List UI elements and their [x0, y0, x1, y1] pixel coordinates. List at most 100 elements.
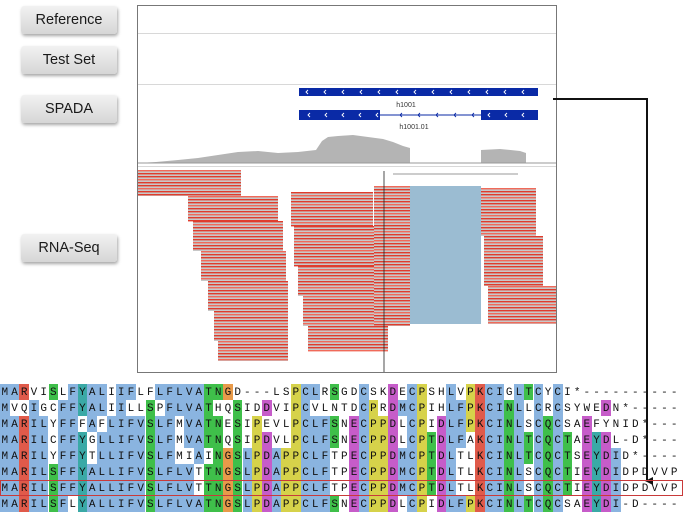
- residue-letter: L: [515, 435, 523, 447]
- residue-letter: K: [379, 387, 387, 399]
- residue-cell: [155, 384, 165, 400]
- residue-letter: I: [496, 403, 503, 415]
- residue-cell: [232, 464, 243, 480]
- read-line: [188, 214, 278, 216]
- residue-letter: D: [389, 451, 397, 463]
- read-line: [294, 235, 378, 237]
- residue-letter: P: [370, 451, 377, 463]
- residue-cell: [417, 448, 427, 464]
- residue-cell: [485, 416, 495, 432]
- residue-cell: [455, 496, 466, 512]
- read-line: [484, 239, 543, 241]
- residue-letter: P: [292, 467, 300, 479]
- residue-cell: [436, 464, 447, 480]
- residue-letter: V: [137, 451, 144, 463]
- residue-letter: V: [273, 435, 280, 447]
- residue-letter: L: [98, 403, 106, 415]
- strand-chevron: [413, 89, 417, 95]
- read-stack: [291, 192, 373, 226]
- residue-letter: C: [535, 467, 542, 479]
- residue-letter: P: [282, 467, 290, 479]
- residue-letter: I: [108, 403, 115, 415]
- residue-letter: D: [263, 483, 271, 495]
- residue-letter: A: [88, 483, 96, 495]
- residue-cell: [291, 416, 301, 432]
- residue-cell: [378, 448, 388, 464]
- residue-cell: [601, 432, 612, 448]
- residue-letter: A: [88, 387, 96, 399]
- read-line: [481, 218, 536, 220]
- residue-cell: [48, 480, 59, 496]
- residue-letter: P: [370, 419, 377, 431]
- residue-letter: F: [127, 467, 135, 479]
- residue-letter: E: [583, 467, 591, 479]
- residue-letter: P: [341, 467, 348, 479]
- residue-cell: [523, 432, 534, 448]
- residue-cell: [523, 496, 534, 512]
- residue-cell: [58, 464, 68, 480]
- residue-letter: C: [408, 467, 416, 479]
- read-line: [201, 263, 286, 265]
- residue-letter: -: [593, 387, 600, 399]
- residue-cell: [465, 496, 476, 512]
- residue-letter: F: [59, 419, 67, 431]
- residue-letter: I: [30, 403, 38, 415]
- residue-letter: P: [253, 499, 261, 511]
- residue-letter: F: [69, 419, 77, 431]
- residue-letter: R: [20, 435, 28, 447]
- read-line: [374, 240, 410, 242]
- residue-letter: L: [282, 419, 290, 431]
- residue-letter: K: [476, 483, 484, 495]
- residue-cell: [310, 384, 321, 400]
- read-line: [374, 255, 410, 257]
- residue-letter: I: [30, 499, 38, 511]
- residue-cell: [213, 496, 224, 512]
- residue-cell: [291, 448, 301, 464]
- residue-letter: N: [341, 499, 348, 511]
- residue-letter: L: [108, 467, 115, 479]
- residue-letter: R: [544, 403, 552, 415]
- residue-cell: [145, 416, 156, 432]
- residue-cell: [271, 496, 282, 512]
- residue-letter: P: [253, 467, 261, 479]
- residue-cell: [407, 384, 418, 400]
- read-line: [303, 308, 386, 310]
- residue-cell: [126, 384, 136, 400]
- read-line: [294, 250, 378, 252]
- residue-cell: [38, 464, 49, 480]
- residue-letter: -: [641, 387, 649, 399]
- residue-cell: [349, 464, 359, 480]
- strand-chevron: [341, 112, 345, 118]
- residue-cell: [145, 448, 156, 464]
- residue-cell: [446, 416, 456, 432]
- residue-letter: L: [98, 467, 106, 479]
- residue-cell: [135, 416, 146, 432]
- residue-letter: D: [438, 451, 445, 463]
- residue-letter: A: [11, 419, 18, 431]
- residue-letter: Q: [20, 403, 28, 415]
- residue-letter: F: [127, 419, 135, 431]
- residue-letter: A: [195, 419, 203, 431]
- strand-chevron: [431, 89, 435, 95]
- read-line: [291, 213, 373, 215]
- residue-cell: [242, 448, 253, 464]
- residue-letter: I: [622, 419, 629, 431]
- residue-letter: D: [632, 419, 639, 431]
- residue-letter: -: [661, 499, 668, 511]
- residue-letter: L: [311, 451, 319, 463]
- residue-letter: V: [661, 467, 668, 479]
- residue-cell: [29, 432, 39, 448]
- residue-letter: F: [457, 499, 465, 511]
- residue-letter: T: [195, 483, 203, 495]
- residue-letter: A: [11, 387, 18, 399]
- residue-letter: P: [341, 451, 348, 463]
- residue-letter: S: [147, 403, 154, 415]
- residue-letter: Y: [593, 435, 600, 447]
- residue-letter: N: [214, 483, 222, 495]
- residue-letter: D: [389, 403, 397, 415]
- residue-letter: C: [486, 435, 494, 447]
- residue-cell: [38, 448, 49, 464]
- residue-letter: S: [564, 419, 571, 431]
- residue-letter: D: [263, 467, 271, 479]
- residue-letter: F: [59, 435, 67, 447]
